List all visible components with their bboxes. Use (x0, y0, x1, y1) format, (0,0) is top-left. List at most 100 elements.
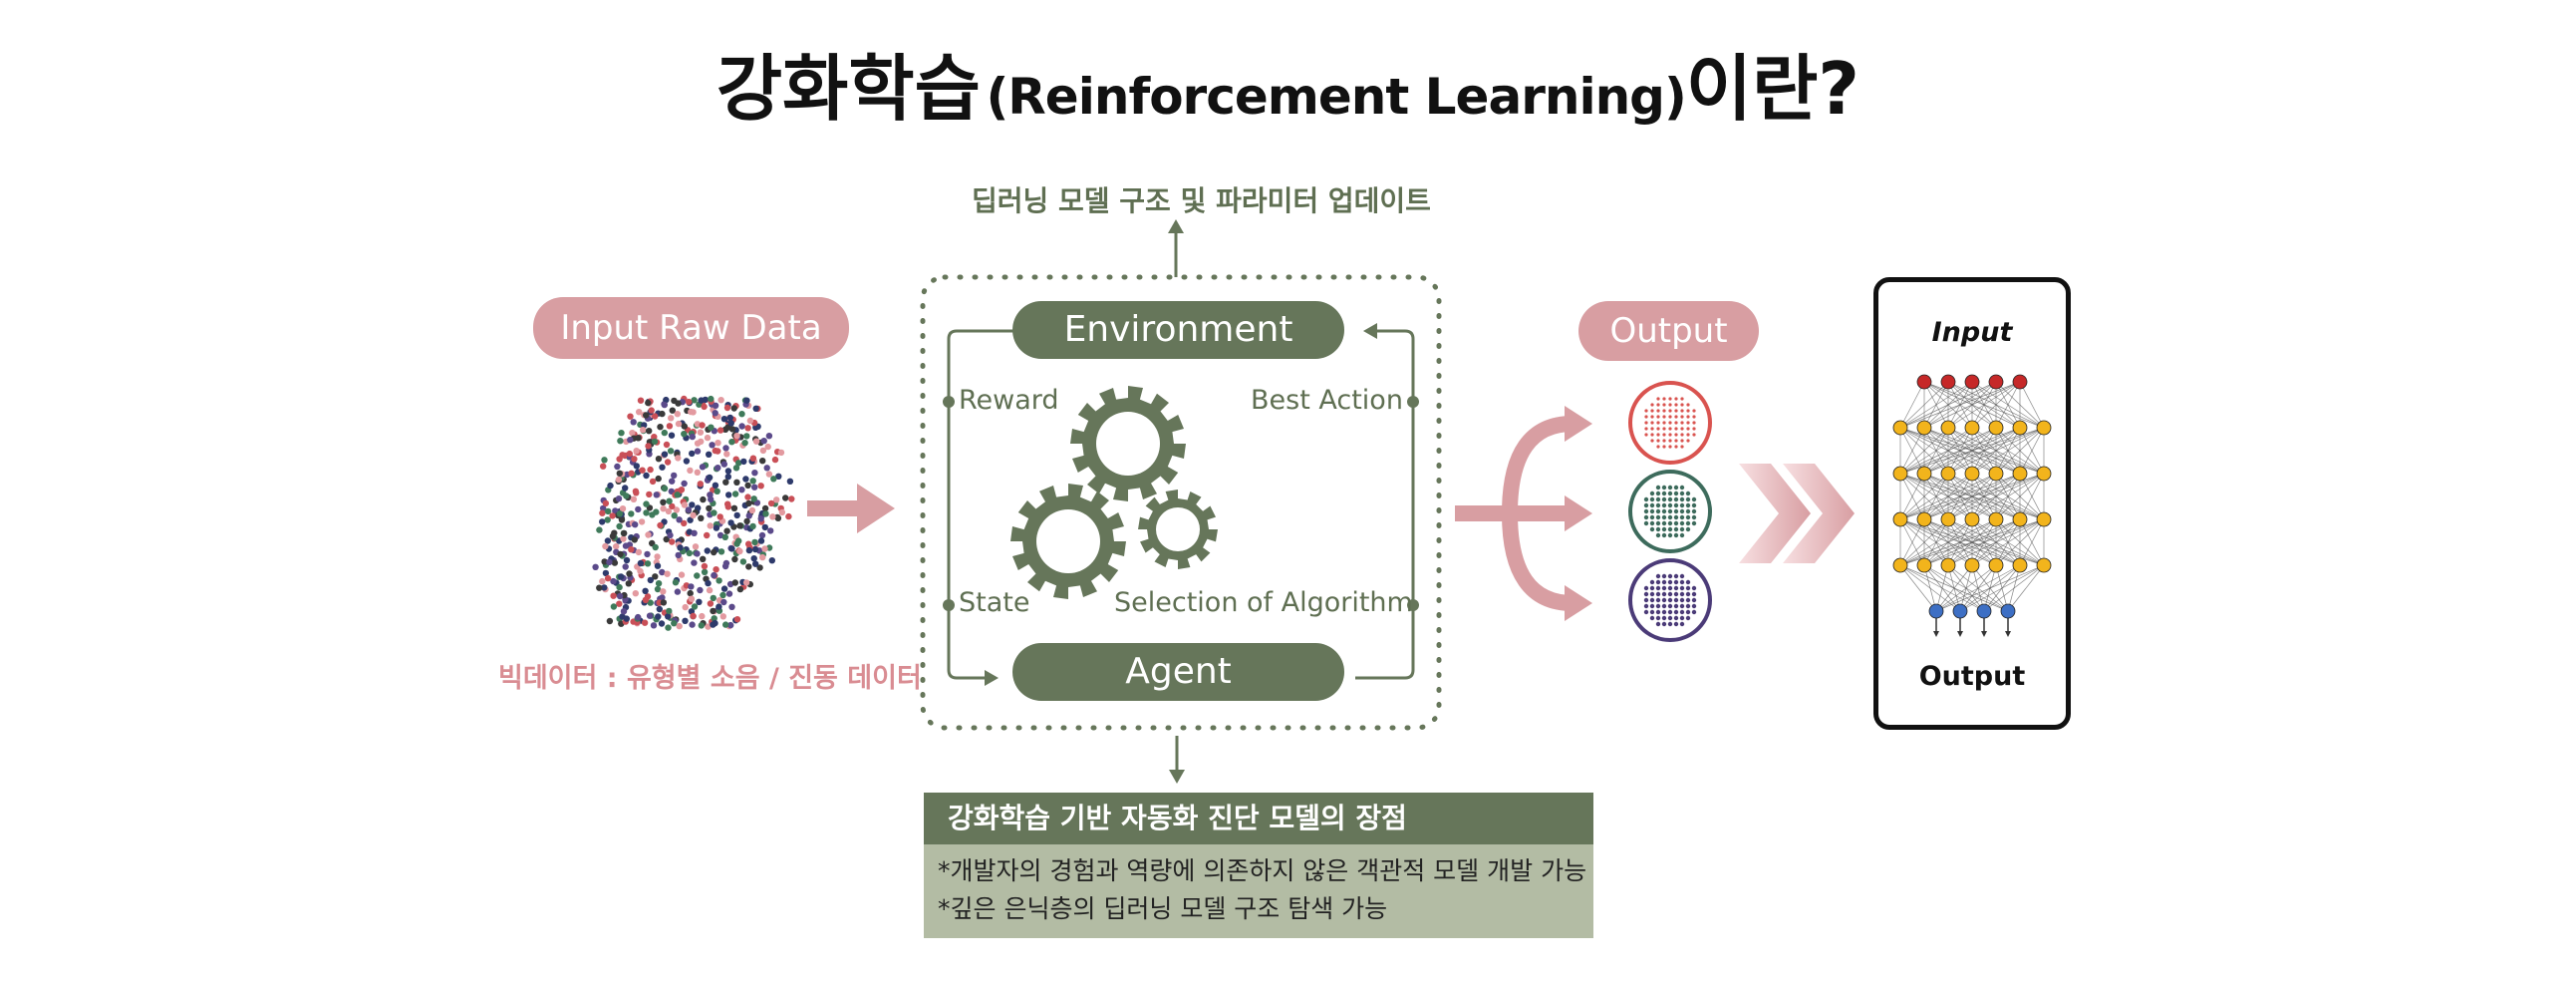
output-dot (1686, 415, 1690, 419)
scatter-dot (728, 439, 735, 446)
network-node (1892, 511, 1908, 527)
scatter-dot (749, 455, 757, 462)
scatter-dot (671, 397, 678, 405)
scatter-dot (627, 437, 634, 444)
scatter-dot (689, 450, 696, 458)
scatter-dot (725, 590, 733, 597)
scatter-dot (725, 492, 732, 498)
title-suffix: 이란? (1685, 47, 1860, 131)
output-dot (1649, 615, 1655, 621)
output-dot (1680, 409, 1684, 413)
scatter-dot (616, 592, 624, 600)
scatter-dot (707, 522, 714, 529)
scatter-dot (735, 460, 742, 467)
scatter-dot (733, 433, 740, 440)
scatter-dot (730, 504, 738, 511)
output-dot (1661, 508, 1667, 514)
output-dot (1686, 433, 1690, 437)
scatter-dot (643, 500, 650, 507)
scatter-dot (690, 511, 697, 519)
scatter-dot (697, 429, 705, 436)
output-dot (1661, 491, 1667, 496)
scatter-dot (660, 588, 667, 595)
output-dot (1685, 585, 1691, 591)
output-dot (1685, 502, 1691, 508)
scatter-dot (708, 395, 715, 403)
output-dot (1680, 415, 1684, 419)
scatter-dot (771, 456, 779, 464)
network-node (1964, 557, 1980, 573)
output-dot (1655, 491, 1661, 496)
scatter-dot (611, 559, 619, 566)
scatter-dot (716, 427, 724, 434)
scatter-dot (649, 478, 657, 486)
input-raw-data-pill: Input Raw Data (533, 297, 849, 359)
scatter-dot (610, 592, 617, 599)
output-dot (1655, 485, 1661, 491)
output-class-purple (1628, 558, 1712, 642)
scatter-dot (674, 588, 682, 595)
scatter-dot (632, 590, 639, 597)
scatter-dot (778, 508, 786, 516)
scatter-dot (706, 474, 714, 482)
scatter-dot (635, 435, 642, 442)
scatter-dot (704, 547, 711, 554)
scatter-dot (745, 499, 752, 507)
scatter-dot (717, 397, 724, 404)
advantages-list: *개발자의 경험과 역량에 의존하지 않은 객관적 모델 개발 가능 *깊은 은… (924, 844, 1593, 938)
scatter-dot (630, 495, 638, 502)
scatter-dot (691, 603, 699, 610)
output-dot (1661, 496, 1667, 502)
scatter-dot (632, 488, 640, 494)
scatter-dot (666, 497, 673, 504)
output-dot (1650, 409, 1654, 413)
scatter-dot (592, 563, 599, 570)
output-dot (1649, 603, 1655, 609)
reward-label: Reward (959, 385, 1059, 416)
scatter-dot (788, 495, 795, 502)
scatter-dot (656, 605, 663, 613)
scatter-dot (711, 615, 717, 622)
scatter-dot (637, 567, 644, 575)
scatter-dot (663, 396, 670, 404)
output-dot (1674, 427, 1678, 431)
scatter-dot (616, 583, 623, 591)
scatter-dot (742, 476, 749, 483)
scatter-dot (646, 612, 654, 619)
output-dot (1680, 445, 1684, 449)
output-dot (1692, 427, 1696, 431)
output-dot (1691, 502, 1697, 508)
output-dot (1655, 496, 1661, 502)
scatter-dot (667, 531, 674, 539)
output-dot (1661, 579, 1667, 585)
scatter-dot (698, 514, 705, 521)
scatter-dot (660, 599, 668, 606)
scatter-dot (749, 478, 756, 485)
output-dot (1667, 603, 1673, 609)
output-dot (1673, 603, 1679, 609)
output-dot (1656, 397, 1660, 401)
scatter-dot (659, 464, 666, 471)
output-dot (1691, 520, 1697, 526)
scatter-dot (645, 531, 652, 538)
output-dot (1667, 597, 1673, 603)
scatter-dot (653, 492, 660, 498)
output-dot (1679, 491, 1685, 496)
output-dot (1644, 415, 1648, 419)
scatter-dot (626, 570, 633, 577)
scatter-dot (661, 451, 669, 458)
output-dot (1655, 621, 1661, 627)
output-dot (1649, 591, 1655, 597)
scatter-dot (651, 438, 659, 446)
output-dot (1679, 579, 1685, 585)
output-dot (1650, 403, 1654, 407)
scatter-dot (661, 429, 668, 437)
output-dot (1655, 603, 1661, 609)
scatter-dot (705, 623, 712, 630)
output-dot (1649, 491, 1655, 496)
scatter-dot (712, 482, 719, 489)
scatter-dot (761, 523, 768, 531)
scatter-dot (631, 456, 638, 463)
scatter-dot (614, 463, 621, 471)
scatter-dot (599, 518, 606, 525)
